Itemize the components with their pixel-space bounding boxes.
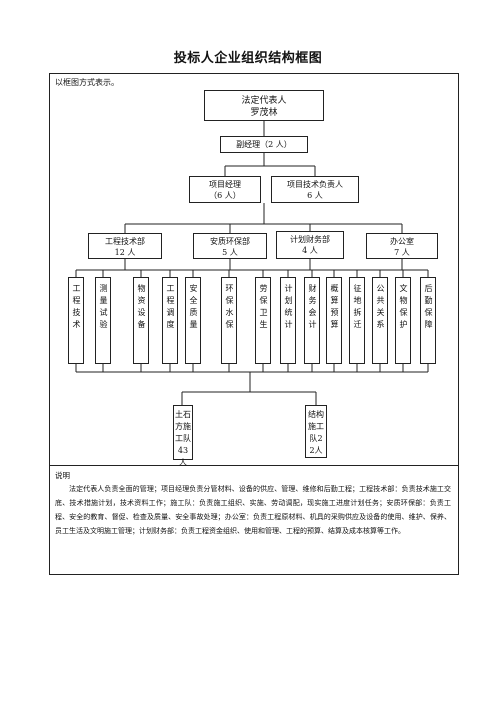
description-heading: 说明 [55, 471, 70, 480]
function-box: 安全质量 [185, 277, 201, 364]
dept-engineering-count: 12 人 [114, 248, 136, 257]
description-body: 法定代表人负责全面的管理；项目经理负责分管材料、设备的供应、管理、维修和后勤工程… [55, 485, 451, 535]
tech-lead-count: 6 人 [307, 191, 323, 200]
project-manager-title: 项目经理 [209, 180, 241, 189]
page-title: 投标人企业组织结构框图 [173, 51, 323, 66]
org-chart-frame [49, 73, 459, 575]
function-box: 概算预算 [326, 277, 342, 364]
function-box: 计划统计 [280, 277, 296, 364]
legal-rep-title: 法定代表人 [241, 96, 287, 106]
function-box: 工程技术 [68, 277, 84, 364]
function-label: 后勤保障 [424, 284, 433, 332]
function-box: 后勤保障 [420, 277, 436, 364]
legal-representative-box: 法定代表人 罗茂林 [204, 90, 324, 121]
function-box: 环保水保 [221, 277, 237, 364]
dept-safety-count: 5 人 [222, 248, 238, 257]
function-label: 文物保护 [399, 284, 408, 332]
dept-safety-name: 安质环保部 [210, 237, 250, 246]
dept-engineering-name: 工程技术部 [105, 237, 145, 246]
function-label: 劳保卫生 [259, 284, 268, 332]
project-manager-count: （6 人） [209, 191, 241, 200]
function-label: 概算预算 [330, 284, 339, 332]
function-box: 征地拆迁 [349, 277, 365, 364]
team-earthwork-label: 土石方施工队43人 [175, 410, 191, 467]
intro-text: 以框图方式表示。 [55, 78, 119, 87]
legal-rep-name: 罗茂林 [250, 108, 278, 118]
tech-lead-box: 项目技术负责人 6 人 [271, 176, 359, 203]
function-box: 财务会计 [304, 277, 320, 364]
tech-lead-title: 项目技术负责人 [287, 180, 343, 189]
function-box: 物资设备 [133, 277, 149, 364]
dept-office-name: 办公室 [390, 237, 414, 246]
function-label: 安全质量 [189, 284, 198, 332]
function-label: 公共关系 [376, 284, 385, 332]
function-label: 财务会计 [308, 284, 317, 332]
dept-finance-box: 计划财务部 4 人 [276, 231, 344, 259]
function-box: 劳保卫生 [255, 277, 271, 364]
deputy-manager-label: 副经理（2 人） [236, 140, 292, 149]
dept-finance-count: 4 人 [302, 246, 318, 255]
project-manager-box: 项目经理 （6 人） [189, 176, 261, 203]
deputy-manager-box: 副经理（2 人） [220, 136, 308, 153]
function-box: 文物保护 [395, 277, 411, 364]
team-earthwork-box: 土石方施工队43人 [173, 405, 193, 467]
dept-finance-name: 计划财务部 [290, 235, 330, 244]
function-box: 工程调度 [162, 277, 178, 364]
section-divider [49, 465, 459, 466]
function-label: 物资设备 [137, 284, 146, 332]
dept-office-count: 7 人 [394, 248, 410, 257]
function-label: 计划统计 [284, 284, 293, 332]
function-label: 工程技术 [72, 284, 81, 332]
dept-safety-box: 安质环保部 5 人 [193, 233, 267, 259]
function-label: 征地拆迁 [353, 284, 362, 332]
function-box: 测量试验 [95, 277, 111, 364]
function-label: 工程调度 [166, 284, 175, 332]
function-label: 测量试验 [99, 284, 108, 332]
dept-engineering-box: 工程技术部 12 人 [88, 233, 162, 259]
team-structure-label: 结构施工队22人 [308, 410, 324, 455]
dept-office-box: 办公室 7 人 [366, 233, 438, 259]
function-label: 环保水保 [225, 284, 234, 332]
team-structure-box: 结构施工队22人 [305, 405, 327, 458]
function-box: 公共关系 [372, 277, 388, 364]
